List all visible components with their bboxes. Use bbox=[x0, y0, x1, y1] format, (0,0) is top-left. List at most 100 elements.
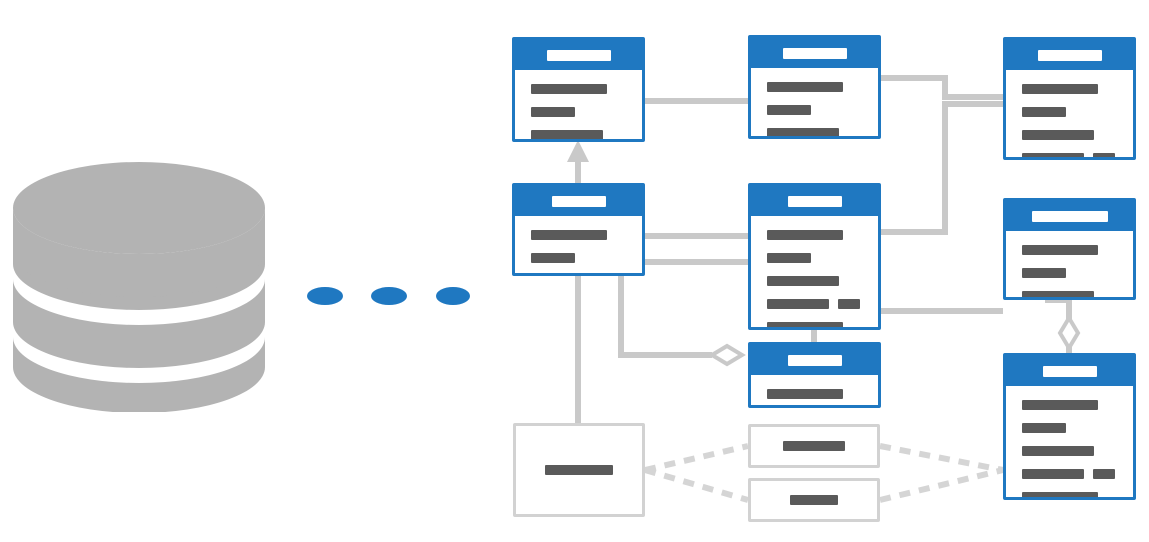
field-row bbox=[1022, 423, 1133, 433]
card-title-bar bbox=[1042, 365, 1097, 377]
field-row bbox=[1022, 446, 1133, 456]
field-bar bbox=[531, 84, 607, 94]
card-title-bar bbox=[1037, 49, 1102, 61]
connector-mid-left-to-lower-center-aggregation bbox=[618, 276, 712, 358]
field-row bbox=[767, 299, 878, 309]
card-header bbox=[751, 345, 878, 375]
card-header bbox=[751, 38, 878, 68]
field-row bbox=[767, 128, 878, 136]
field-bar-secondary bbox=[838, 299, 860, 309]
field-row bbox=[767, 82, 878, 92]
field-bar bbox=[1022, 446, 1094, 456]
card-body bbox=[1006, 386, 1133, 497]
card-body bbox=[1006, 231, 1133, 297]
ellipsis-link-icon bbox=[307, 287, 470, 305]
field-row bbox=[1022, 268, 1133, 278]
field-bar bbox=[1022, 291, 1094, 297]
field-row bbox=[767, 276, 878, 286]
field-bar bbox=[1022, 153, 1084, 157]
field-bar bbox=[1022, 130, 1094, 140]
card-header bbox=[1006, 356, 1133, 386]
plain-box-bottom-middle-upper[interactable] bbox=[748, 424, 880, 468]
card-title-bar bbox=[1031, 210, 1108, 222]
card-title-bar bbox=[546, 49, 611, 61]
card-header bbox=[515, 186, 642, 216]
card-title-bar bbox=[787, 354, 842, 366]
field-bar bbox=[1022, 423, 1066, 433]
connector-mid-center-to-mid-right bbox=[881, 101, 1003, 235]
card-header bbox=[515, 40, 642, 70]
card-body bbox=[1006, 70, 1133, 157]
connector-dashed-box-left-to-mid-lower bbox=[644, 467, 749, 503]
entity-card-top-center[interactable] bbox=[748, 35, 881, 139]
connector-top-center-to-top-right bbox=[881, 75, 1003, 100]
field-bar bbox=[1022, 107, 1066, 117]
field-bar bbox=[767, 128, 839, 136]
field-bar bbox=[531, 253, 575, 263]
field-row bbox=[1022, 400, 1133, 410]
box-label-bar bbox=[545, 465, 613, 475]
field-row bbox=[767, 253, 878, 263]
field-row bbox=[767, 389, 878, 399]
card-title-bar bbox=[782, 47, 847, 59]
field-bar bbox=[767, 322, 843, 327]
field-row bbox=[531, 230, 642, 240]
connector-dashed-box-left-to-mid-upper bbox=[644, 443, 749, 473]
aggregation-diamond-icon bbox=[708, 343, 746, 367]
link-dot bbox=[307, 287, 343, 305]
field-bar bbox=[1022, 84, 1098, 94]
field-bar bbox=[767, 230, 843, 240]
entity-card-middle-left[interactable] bbox=[512, 183, 645, 276]
entity-card-top-left[interactable] bbox=[512, 37, 645, 142]
field-bar bbox=[531, 130, 603, 139]
plain-box-bottom-middle-lower[interactable] bbox=[748, 478, 880, 522]
link-dot bbox=[371, 287, 407, 305]
field-bar bbox=[767, 253, 811, 263]
card-body bbox=[751, 68, 878, 136]
box-label-bar bbox=[790, 495, 838, 505]
card-body bbox=[751, 375, 878, 405]
field-bar bbox=[1022, 268, 1066, 278]
field-bar bbox=[531, 230, 607, 240]
entity-card-bottom-right[interactable] bbox=[1003, 353, 1136, 500]
field-bar bbox=[1022, 400, 1098, 410]
database-cylinder-icon[interactable] bbox=[13, 162, 265, 412]
field-bar-secondary bbox=[1093, 469, 1115, 479]
card-title-bar bbox=[551, 195, 606, 207]
box-label-bar bbox=[783, 441, 845, 451]
field-row bbox=[531, 84, 642, 94]
card-body bbox=[515, 216, 642, 273]
field-row bbox=[531, 130, 642, 139]
field-row bbox=[767, 105, 878, 115]
field-bar bbox=[767, 389, 843, 399]
card-body bbox=[751, 216, 878, 327]
field-bar bbox=[767, 299, 829, 309]
aggregation-diamond-vertical-icon bbox=[1057, 314, 1081, 352]
field-row bbox=[767, 322, 878, 327]
entity-card-middle-center[interactable] bbox=[748, 183, 881, 330]
field-row bbox=[1022, 291, 1133, 297]
link-dot bbox=[436, 287, 470, 305]
connector-mid-right-to-bottom-right-aggregation bbox=[1045, 297, 1072, 320]
field-row bbox=[531, 253, 642, 263]
card-title-bar bbox=[787, 195, 842, 207]
plain-box-bottom-left[interactable] bbox=[513, 423, 645, 517]
field-row bbox=[1022, 107, 1133, 117]
connector-dashed-mid-upper-to-bottom-right bbox=[879, 443, 1004, 473]
card-header bbox=[1006, 40, 1133, 70]
field-row bbox=[1022, 245, 1133, 255]
field-bar bbox=[767, 276, 839, 286]
entity-card-top-right[interactable] bbox=[1003, 37, 1136, 160]
field-row bbox=[1022, 130, 1133, 140]
card-header bbox=[751, 186, 878, 216]
entity-card-lower-center[interactable] bbox=[748, 342, 881, 408]
card-body bbox=[515, 70, 642, 139]
inheritance-arrow-icon bbox=[567, 140, 589, 162]
entity-card-middle-right[interactable] bbox=[1003, 198, 1136, 300]
field-bar bbox=[1022, 492, 1098, 497]
connector-dashed-mid-lower-to-bottom-right bbox=[879, 467, 1004, 503]
field-bar-secondary bbox=[1093, 153, 1115, 157]
field-row bbox=[767, 230, 878, 240]
field-row bbox=[1022, 492, 1133, 497]
